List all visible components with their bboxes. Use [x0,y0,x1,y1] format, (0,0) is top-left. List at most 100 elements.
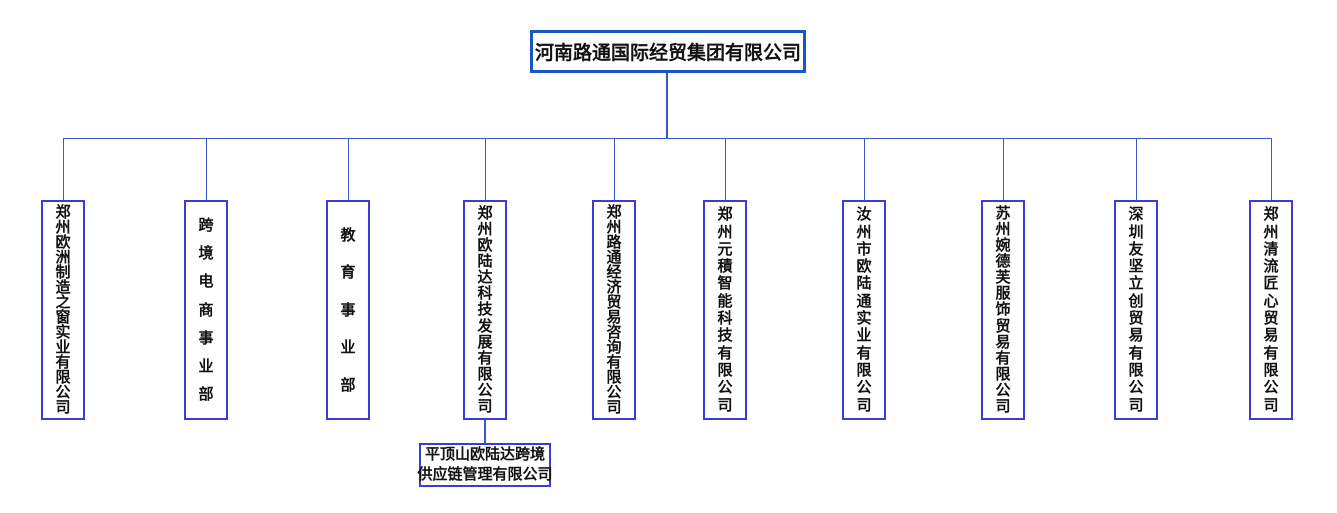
org-unit-char: 有 [477,349,493,367]
org-unit-char: 友 [1128,240,1144,258]
org-root-label: 河南路通国际经贸集团有限公司 [534,43,801,64]
org-unit-char: 限 [606,369,622,386]
org-unit-box-7: 苏州婉德芙服饰贸易有限公司 [981,200,1025,420]
org-unit-char: 有 [1263,344,1279,362]
org-unit-char: 技 [717,327,733,345]
org-unit-char: 实 [856,310,872,328]
org-unit-char: 有 [55,354,71,371]
org-unit-char: 芙 [995,269,1011,287]
org-unit-char: 限 [856,361,872,379]
org-unit-char: 苏 [995,205,1011,223]
org-unit-char: 贸 [995,317,1011,335]
org-unit-char: 业 [856,327,872,345]
org-unit-char: 制 [55,264,71,281]
org-unit-char: 易 [995,333,1011,351]
org-unit-char: 贸 [1128,310,1144,328]
org-unit-char: 技 [477,301,493,319]
org-unit-char: 限 [55,369,71,386]
org-unit-char: 司 [1263,396,1279,414]
org-unit-char: 限 [1263,361,1279,379]
org-unit-char: 郑 [1263,206,1279,224]
org-unit-char: 公 [606,384,622,401]
org-unit-char: 跨 [198,217,214,235]
org-unit-char: 境 [198,245,214,263]
drop-line-6 [864,138,865,200]
org-unit-char: 積 [717,258,733,276]
org-unit-char: 匠 [1263,275,1279,293]
org-unit-char: 公 [55,384,71,401]
drop-line-4 [614,138,615,200]
org-unit-char: 公 [1263,379,1279,397]
org-unit-char: 科 [717,310,733,328]
org-unit-char: 司 [995,397,1011,415]
org-unit-char: 司 [55,399,71,416]
org-unit-char: 州 [856,223,872,241]
org-unit-char: 欧 [856,258,872,276]
org-unit-char: 易 [1128,327,1144,345]
org-unit-box-6: 汝州市欧陆通实业有限公司 [842,200,886,420]
drop-line-1 [206,138,207,200]
org-unit-char: 贸 [606,294,622,311]
org-unit-char: 商 [198,301,214,319]
org-unit-box-9: 郑州清流匠心贸易有限公司 [1249,200,1293,420]
org-unit-char: 部 [198,385,214,403]
org-unit-char: 公 [717,379,733,397]
org-unit-char: 易 [606,309,622,326]
org-unit-box-8: 深圳友坚立创贸易有限公司 [1114,200,1158,420]
org-unit-char: 清 [1263,240,1279,258]
org-unit-box-5: 郑州元積智能科技有限公司 [703,200,747,420]
org-unit-char: 欧 [477,237,493,255]
org-unit-char: 易 [1263,327,1279,345]
org-unit-char: 贸 [1263,310,1279,328]
org-unit-char: 科 [477,285,493,303]
org-unit-char: 限 [995,365,1011,383]
org-unit-char: 业 [55,339,71,356]
org-unit-char: 汝 [856,206,872,224]
org-unit-char: 教 [340,226,356,244]
root-stem-line [666,73,668,138]
org-unit-box-4: 郑州路通经济贸易咨询有限公司 [592,200,636,420]
org-unit-char: 展 [477,333,493,351]
org-unit-char: 立 [1128,275,1144,293]
subsidiary-stem-line [484,420,486,443]
org-unit-char: 洲 [55,249,71,266]
org-unit-char: 咨 [606,324,622,341]
org-unit-char: 询 [606,339,622,356]
org-unit-char: 事 [340,301,356,319]
org-unit-char: 实 [55,324,71,341]
org-unit-char: 司 [477,397,493,415]
org-unit-char: 能 [717,292,733,310]
org-unit-char: 饰 [995,301,1011,319]
org-unit-char: 限 [717,361,733,379]
org-unit-char: 部 [340,376,356,394]
org-unit-char: 公 [477,381,493,399]
org-unit-char: 州 [477,221,493,239]
org-unit-char: 郑 [606,204,622,221]
org-unit-char: 郑 [717,206,733,224]
org-unit-char: 坚 [1128,258,1144,276]
org-unit-char: 发 [477,317,493,335]
org-unit-char: 德 [995,253,1011,271]
org-unit-char: 司 [856,396,872,414]
org-unit-char: 陆 [477,253,493,271]
bus-line [63,138,1271,139]
org-unit-char: 电 [198,273,214,291]
org-unit-char: 济 [606,279,622,296]
org-unit-char: 元 [717,240,733,258]
org-unit-char: 公 [995,381,1011,399]
org-unit-char: 达 [477,269,493,287]
org-unit-char: 窗 [55,309,71,326]
org-unit-char: 路 [606,234,622,251]
org-unit-char: 流 [1263,258,1279,276]
org-unit-char: 之 [55,294,71,311]
org-unit-char: 业 [198,357,214,375]
org-subsidiary-box: 平顶山欧陆达跨境 供应链管理有限公司 [418,443,553,487]
org-unit-char: 深 [1128,206,1144,224]
org-unit-box-1: 跨境电商事业部 [184,200,228,420]
org-unit-char: 业 [340,339,356,356]
drop-line-5 [725,138,726,200]
org-unit-char: 婉 [995,237,1011,255]
org-unit-char: 有 [856,344,872,362]
org-unit-char: 事 [198,329,214,347]
